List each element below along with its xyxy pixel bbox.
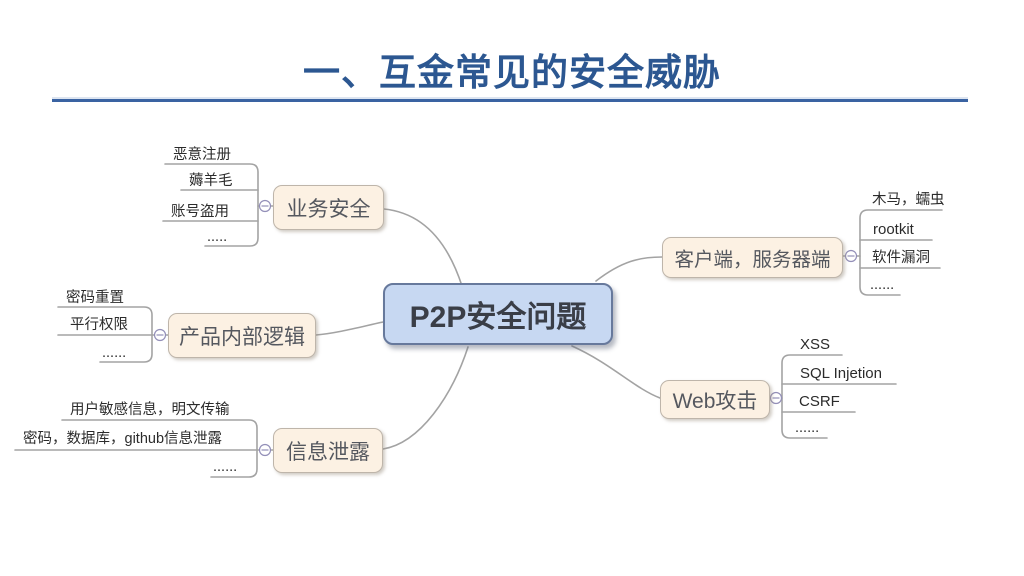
topic-info-leak[interactable]: 信息泄露	[273, 428, 383, 473]
page-title: 一、互金常见的安全威胁	[303, 52, 721, 93]
connector-web-attack	[571, 345, 661, 399]
child-lines-business-security	[164, 163, 259, 247]
subtopic-password-db-github[interactable]: 密码，数据库，github信息泄露	[23, 431, 223, 447]
subtopic-csrf[interactable]: CSRF	[799, 393, 840, 410]
subtopic-password-reset[interactable]: 密码重置	[66, 290, 124, 306]
subtopic-product-more[interactable]: ......	[102, 345, 127, 361]
subtopic-wool-pulling[interactable]: 薅羊毛	[189, 173, 233, 189]
connector-client-server	[595, 256, 663, 282]
topic-client-server[interactable]: 客户端，服务器端	[662, 237, 843, 278]
topic-business-security[interactable]: 业务安全	[273, 185, 384, 230]
collapse-icon-business-security[interactable]	[258, 199, 272, 213]
topic-web-attack[interactable]: Web攻击	[660, 380, 770, 419]
topic-product-logic[interactable]: 产品内部逻辑	[168, 313, 316, 358]
subtopic-account-theft[interactable]: 账号盗用	[171, 204, 229, 220]
subtopic-rootkit[interactable]: rootkit	[873, 221, 914, 238]
subtopic-web-more[interactable]: ......	[795, 420, 820, 436]
collapse-icon-client-server[interactable]	[844, 249, 858, 263]
collapse-icon-product-logic[interactable]	[153, 328, 167, 342]
subtopic-info-more[interactable]: ......	[213, 459, 238, 475]
title-underline	[52, 97, 968, 102]
child-lines-info-leak	[61, 419, 258, 478]
subtopic-xss[interactable]: XSS	[800, 336, 831, 353]
child-lines-web-attack	[781, 354, 843, 439]
subtopic-trojan-worm[interactable]: 木马，蠕虫	[872, 192, 945, 208]
subtopic-sensitive-plaintext[interactable]: 用户敏感信息，明文传输	[70, 402, 230, 418]
collapse-icon-web-attack[interactable]	[769, 391, 783, 405]
subtopic-parallel-privilege[interactable]: 平行权限	[70, 317, 128, 333]
root-topic[interactable]: P2P安全问题	[383, 283, 613, 345]
subtopic-software-vuln[interactable]: 软件漏洞	[872, 250, 930, 266]
subtopic-client-more[interactable]: ......	[870, 277, 895, 293]
connector-info-leak	[382, 346, 469, 450]
subtopic-malicious-registration[interactable]: 恶意注册	[173, 147, 231, 163]
connector-business-security	[383, 208, 463, 287]
collapse-icon-info-leak[interactable]	[258, 443, 272, 457]
subtopic-sql-injection[interactable]: SQL Injetion	[800, 365, 882, 382]
connector-product-logic	[315, 321, 384, 336]
child-lines-client-server	[859, 209, 943, 296]
subtopic-business-more[interactable]: .....	[207, 229, 228, 245]
